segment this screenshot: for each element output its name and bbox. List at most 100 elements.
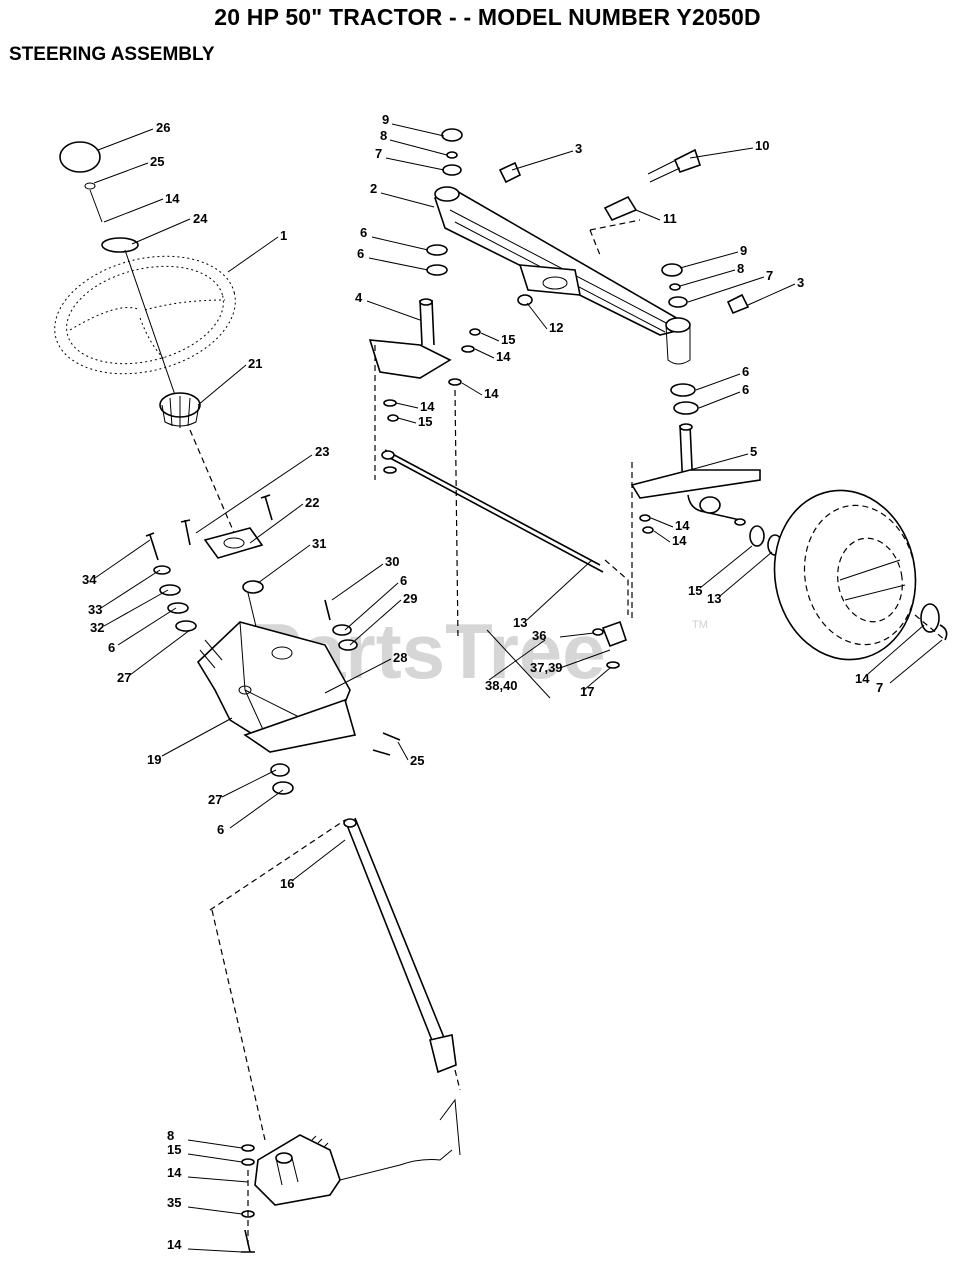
callout-leader-38-40 (488, 639, 546, 681)
washer-31 (242, 580, 264, 594)
callout-label-17: 17 (580, 684, 594, 699)
callout-leader-14 (474, 348, 495, 359)
callout-leader-3 (511, 150, 574, 171)
callout-leader-15 (480, 332, 500, 342)
nut-12 (517, 294, 533, 306)
callout-leader-5 (689, 453, 749, 471)
cap-washer (101, 237, 139, 253)
part-drawings (54, 128, 948, 1253)
callout-leader-6 (371, 236, 429, 251)
callout-leader-27 (129, 629, 191, 676)
callout-leader-11 (635, 209, 661, 221)
callout-label-6: 6 (108, 640, 115, 655)
fitting-3a (498, 161, 522, 184)
callout-leader-15 (699, 545, 753, 589)
clip-8b (669, 283, 681, 291)
callout-label-29: 29 (403, 591, 417, 606)
watermark-trademark: TM (692, 619, 708, 631)
centerline-shaft (209, 819, 346, 911)
washer-14-lower (241, 1158, 255, 1166)
callout-leader-36 (559, 632, 595, 638)
washer-14d (606, 661, 620, 669)
callout-leader-6 (344, 582, 399, 631)
washer-15c (642, 526, 654, 534)
callout-leader-33 (100, 569, 161, 609)
callout-label-14: 14 (167, 1165, 182, 1180)
callout-leader-26 (97, 128, 154, 151)
callout-label-15: 15 (167, 1142, 181, 1157)
washer-29 (332, 624, 352, 636)
callout-leader-31 (257, 544, 311, 584)
callout-leader-7 (687, 276, 765, 303)
callout-leader-14 (653, 530, 671, 543)
washer-15a (469, 328, 481, 336)
callout-label-14: 14 (165, 191, 180, 206)
callout-label-21: 21 (248, 356, 262, 371)
callout-leader-21 (197, 364, 247, 406)
callout-leader-6 (117, 607, 177, 646)
callout-leader-24 (131, 218, 191, 245)
callout-leader-25 (93, 162, 149, 184)
callout-label-6: 6 (742, 382, 749, 397)
callout-leader-13 (526, 559, 593, 621)
callout-leader-14 (867, 624, 925, 675)
callout-leader-30 (331, 563, 384, 601)
callout-leader-3 (747, 283, 796, 306)
callout-leader-10 (689, 147, 754, 159)
washer-7a (442, 164, 462, 176)
callout-label-6: 6 (357, 246, 364, 261)
washer-14c (383, 399, 397, 407)
callout-leader-22 (249, 503, 304, 544)
callout-leader-29 (349, 599, 402, 646)
callout-label-14: 14 (167, 1237, 182, 1252)
fitting-3b (726, 293, 750, 315)
support-plate (243, 698, 357, 753)
callout-leader-14 (461, 382, 483, 396)
callout-label-7: 7 (375, 146, 382, 161)
callout-label-31: 31 (312, 536, 326, 551)
callout-label-7: 7 (766, 268, 773, 283)
callout-label-27: 27 (117, 670, 131, 685)
bushing-32 (159, 584, 181, 596)
section-title: STEERING ASSEMBLY (9, 44, 215, 65)
callout-label-4: 4 (355, 290, 363, 305)
callout-leader-1 (227, 236, 279, 273)
callout-label-13: 13 (513, 615, 527, 630)
bolts-25 (372, 732, 401, 756)
callout-leader-32 (103, 589, 169, 627)
callout-leader-14 (650, 517, 674, 528)
pivot-line (589, 219, 641, 256)
spindle-right (630, 423, 761, 526)
callout-label-15: 15 (501, 332, 515, 347)
callout-leader-37-39 (559, 649, 611, 669)
tie-rod (381, 449, 604, 573)
callout-leader-23 (195, 454, 313, 534)
washer-14e (639, 514, 651, 522)
callout-label-5: 5 (750, 444, 757, 459)
steering-hub (159, 392, 201, 428)
callout-leader-4 (366, 300, 421, 321)
callout-leader-34 (94, 539, 151, 579)
steering-wheel (54, 249, 236, 396)
callout-leader-17 (583, 667, 611, 691)
callout-label-33: 33 (88, 602, 102, 617)
washer-33 (153, 565, 171, 575)
washer-7b (668, 296, 688, 308)
callout-leader-28 (324, 658, 392, 694)
callout-label-19: 19 (147, 752, 161, 767)
callout-label-9: 9 (740, 243, 747, 258)
page-title: 20 HP 50" TRACTOR - - MODEL NUMBER Y2050… (214, 4, 761, 30)
callout-leader-35 (187, 1206, 243, 1215)
clip-8a (446, 151, 458, 159)
callout-label-23: 23 (315, 444, 329, 459)
callout-label-3: 3 (575, 141, 582, 156)
callout-leader-14 (395, 402, 419, 409)
callout-label-9: 9 (382, 112, 389, 127)
callout-leader-8 (389, 139, 448, 156)
clip-8c (939, 624, 948, 641)
steering-knob (59, 141, 101, 173)
callout-label-11: 11 (663, 211, 677, 226)
centerline-wheel (914, 614, 946, 641)
callout-leader-6 (695, 373, 741, 391)
